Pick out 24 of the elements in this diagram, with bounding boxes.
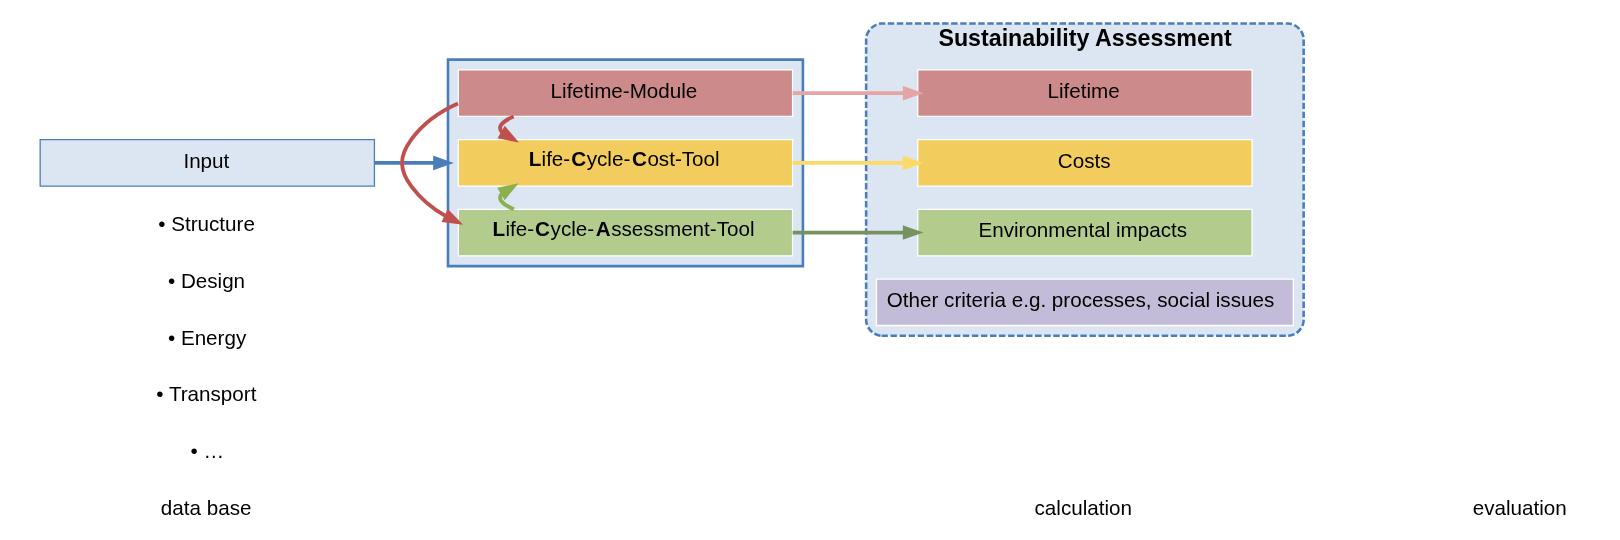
node-box: Environmental impacts — [917, 208, 1253, 257]
node-box: Input — [39, 139, 376, 187]
cluster — [446, 58, 805, 268]
arrow — [792, 225, 924, 240]
label: evaluation — [1472, 495, 1567, 519]
node-box: Life-Cycle-Assessment-Tool — [457, 208, 794, 257]
arrow — [400, 101, 464, 225]
arrow — [792, 155, 924, 171]
label: • Design — [167, 268, 246, 292]
label: • … — [190, 439, 225, 463]
arrow — [497, 114, 519, 143]
node-box: Costs — [917, 139, 1253, 187]
node-box: Lifetime — [917, 69, 1253, 118]
label: data base — [160, 495, 252, 519]
label: • Transport — [156, 382, 257, 406]
arrow — [374, 155, 454, 171]
label: calculation — [1034, 495, 1133, 519]
label: • Energy — [167, 325, 247, 349]
label: • Structure — [158, 212, 255, 236]
node-box: Lifetime-Module — [457, 69, 794, 118]
node-box: Life-Cycle-Cost-Tool — [457, 139, 794, 187]
node-box: Other criteria e.g. processes, social issues — [875, 278, 1294, 327]
arrow — [792, 85, 924, 101]
arrow — [497, 183, 519, 212]
